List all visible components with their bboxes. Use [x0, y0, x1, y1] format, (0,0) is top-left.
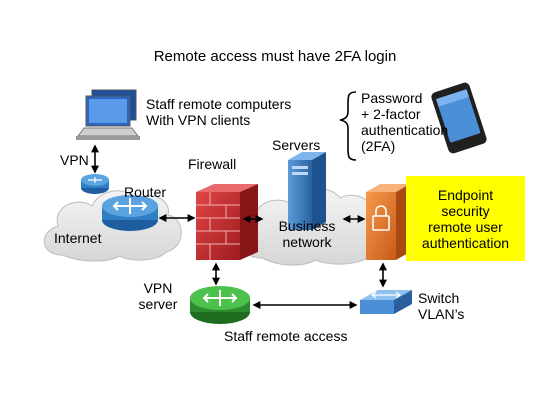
- endpoint-security-label: Endpoint security remote user authentica…: [421, 186, 510, 251]
- vpn-label: VPN: [60, 152, 89, 168]
- switch-icon: [360, 290, 412, 314]
- switch-label: Switch VLAN’s: [418, 290, 465, 322]
- firewall-label: Firewall: [188, 156, 237, 172]
- servers-label: Servers: [272, 137, 321, 153]
- vpn-client-router-icon: [81, 174, 109, 194]
- staff-computers-label: Staff remote computers With VPN clients: [146, 96, 292, 128]
- endpoint-device-icon: [366, 184, 410, 260]
- password-2fa-label: Password + 2-factor authentication (2FA): [361, 90, 449, 154]
- vpn-server-icon: [190, 286, 250, 324]
- laptop-icon: [76, 89, 140, 140]
- brace-icon: [339, 91, 357, 161]
- staff-remote-access-label: Staff remote access: [224, 328, 348, 344]
- server-icon: [288, 152, 326, 230]
- smartphone-icon: [431, 82, 487, 154]
- internet-label: Internet: [54, 230, 102, 246]
- business-network-label: Business network: [278, 218, 336, 250]
- firewall-icon: [196, 184, 258, 260]
- router-label: Router: [124, 184, 167, 200]
- endpoint-security-highlight: Endpoint security remote user authentica…: [406, 176, 525, 261]
- vpn-server-label: VPN server: [138, 280, 178, 312]
- diagram-title: Remote access must have 2FA login: [153, 48, 397, 65]
- router-icon: [102, 195, 158, 231]
